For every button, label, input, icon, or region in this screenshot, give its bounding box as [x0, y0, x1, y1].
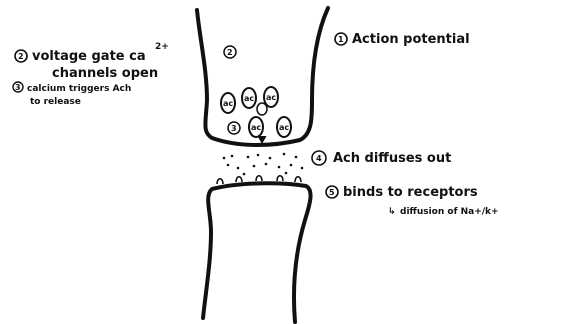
svg-text:ac: ac [223, 99, 233, 108]
svg-text:↳: ↳ [388, 207, 396, 217]
svg-text:Action potential: Action potential [352, 32, 470, 47]
svg-text:channels open: channels open [52, 66, 158, 81]
label-step-4: 4 Ach diffuses out [312, 151, 451, 166]
svg-text:binds to receptors: binds to receptors [343, 185, 478, 200]
label-step-1: 1 Action potential [335, 32, 470, 47]
svg-text:ac: ac [251, 123, 261, 132]
postsynaptic-membrane-outline [203, 183, 311, 322]
svg-text:3: 3 [15, 83, 21, 92]
vesicle-marker-3: 3 [231, 124, 237, 133]
svg-text:to release: to release [30, 97, 81, 107]
svg-text:diffusion of Na+/k+: diffusion of Na+/k+ [400, 207, 499, 217]
svg-text:4: 4 [316, 154, 322, 163]
vesicle [257, 103, 267, 115]
svg-text:Ach diffuses out: Ach diffuses out [333, 151, 451, 166]
svg-text:ac: ac [244, 94, 254, 103]
svg-text:ac: ac [266, 93, 276, 102]
svg-text:2: 2 [227, 48, 233, 57]
svg-text:calcium triggers Ach: calcium triggers Ach [27, 84, 131, 94]
vesicles: 3 ac ac ac ac ac [221, 87, 291, 143]
label-step-2: 2 voltage gate ca 2+ channels open [15, 42, 169, 81]
svg-text:2: 2 [18, 52, 24, 61]
svg-text:5: 5 [329, 188, 335, 197]
label-step-3: 3 calcium triggers Ach to release [13, 82, 131, 107]
svg-text:1: 1 [338, 35, 344, 44]
label-step-5: 5 binds to receptors ↳ diffusion of Na+/… [326, 185, 499, 217]
terminal-marker-2: 2 [224, 46, 236, 58]
svg-text:voltage gate ca: voltage gate ca [32, 49, 146, 64]
svg-text:ac: ac [279, 123, 289, 132]
acetylcholine-dots [223, 153, 304, 176]
svg-text:2+: 2+ [155, 42, 169, 52]
